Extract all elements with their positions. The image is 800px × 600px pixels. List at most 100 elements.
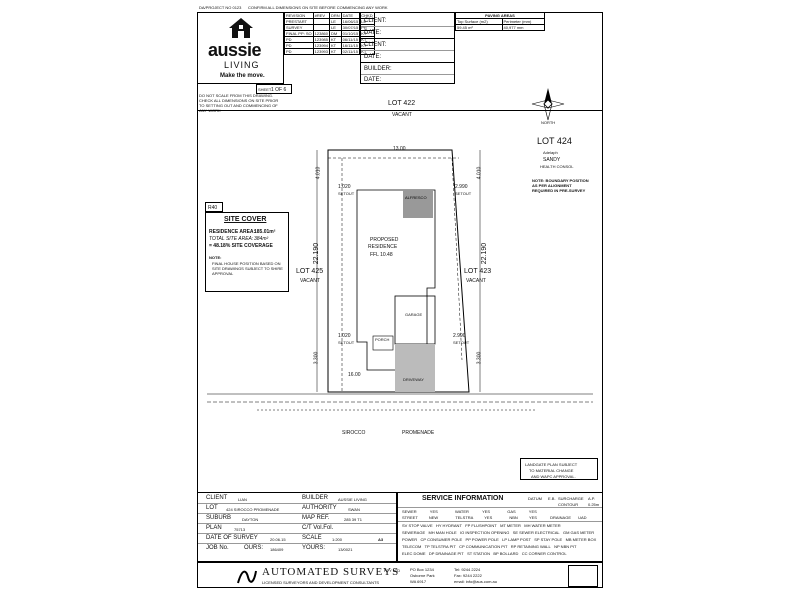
rev-cell: 16/11/15 (340, 42, 361, 49)
rear-setback-right: 4.010 (476, 166, 483, 180)
setout-left-bot: 1.020 (338, 333, 351, 339)
header-note: CONFIRM ALL DIMENSIONS ON SITE BEFORE CO… (248, 5, 388, 10)
service-cell: YES (429, 509, 438, 514)
ours-label: OURS: (244, 545, 264, 551)
paving-value: 59.45 m² (455, 24, 503, 31)
legend-item: ST STATION (467, 551, 490, 556)
surcharge-label: SURCHARGE (558, 496, 584, 501)
client-row: DATE: (364, 77, 382, 83)
legend-item: BP BOLLARD (493, 551, 519, 556)
lot-east2-label: LOT 423 (464, 268, 492, 275)
rear-setback: 4.010 (315, 166, 322, 180)
client-row: BUILDER: (364, 66, 392, 72)
rev-cell: FINAL PP: SO (284, 30, 314, 37)
rev-cell: PD (284, 48, 314, 55)
legend-item: SE SEWER ELECTRICAL (512, 530, 560, 535)
paper-size: A3 (378, 537, 384, 542)
east-note: AS PER ALIGNMENT (532, 183, 572, 188)
lot-label: LOT (206, 505, 218, 511)
rev-cell: 123994 (312, 42, 331, 49)
phone-line: email: info@aus.com.au (454, 579, 497, 584)
service-cell: DRAINAGE (550, 515, 571, 520)
plan-value: 75713 (234, 527, 246, 532)
r40-label: R40 (208, 205, 218, 211)
client-row: CLIENT: (364, 18, 387, 24)
lot-north-sub: VACANT (392, 112, 412, 118)
service-cell: NEW (428, 515, 439, 520)
site-coverage: = 48.18% SITE COVERAGE (209, 243, 273, 249)
service-cell: UAD (578, 515, 587, 520)
setout-right-bot: 2.990 (453, 333, 466, 339)
client-row: DATE: (364, 54, 382, 60)
builder-value: AUSSIE LIVING (338, 497, 367, 502)
yours-label: YOURS: (302, 545, 326, 551)
address-line: PO Box 1234 (410, 567, 434, 572)
residence-label: RESIDENCE (368, 244, 398, 250)
service-cell: STREET (402, 515, 418, 520)
mapref-label: MAP REF. (302, 515, 330, 521)
phone-line: Fax: 9244 2222 (454, 573, 482, 578)
alfresco-area (403, 190, 433, 218)
legend-item: GM GAS METER (562, 530, 595, 535)
lot-value: 424 SIROCCO PROMENADE (226, 507, 280, 512)
porch-area (372, 335, 394, 351)
address-line: WA 6917 (410, 579, 427, 584)
service-cell: GAS (507, 509, 516, 514)
legend-item: RP RETAINING WALL (510, 544, 551, 549)
front-setback: 3.300 (313, 351, 320, 365)
mapref-value: 285 39 T1 (344, 517, 362, 522)
service-title: SERVICE INFORMATION (422, 495, 504, 502)
sheet-value: 1 OF 6 (271, 87, 287, 93)
client-value: LIAN (238, 497, 247, 502)
brand-sub: LIVING (224, 60, 260, 70)
project-number: DA/PROJECT NO 0123 (199, 5, 242, 10)
service-cell: NBN (509, 515, 518, 520)
sheet-label: SHEET (258, 87, 272, 92)
lot-east-sub1: Adelaph (543, 150, 558, 155)
lot-east-sub2: SANDY (543, 157, 561, 163)
sheet-box: SHEET 1 OF 6 (256, 84, 292, 94)
site-plan (207, 149, 593, 411)
depth-dim-right: 22.190 (481, 242, 489, 265)
client-label: CLIENT (206, 495, 228, 501)
legend-row: ELEC DOME DP DRAINAGE PIT ST STATION BP … (402, 551, 567, 556)
service-cell: WATER (454, 509, 469, 514)
legend-item: TELECOM (402, 544, 422, 549)
company-logo-icon (237, 570, 257, 584)
service-block: SERVICE INFORMATION DATUM E.B. SURCHARGE… (397, 492, 603, 562)
residence-label: PROPOSED (370, 237, 399, 243)
phone-line: Tel: 9244 2224 (454, 567, 481, 572)
setout-left-top: 1.020 (338, 184, 351, 190)
cvol-label: C/T Vol.Fol. (302, 525, 334, 531)
datum-value: E.B. (548, 496, 556, 501)
lot-east-label: LOT 424 (537, 136, 572, 146)
street-name-1: SIROCCO (342, 430, 366, 436)
paving-value: 40,977 mm (501, 24, 545, 31)
rev-h: DRN (329, 12, 342, 19)
total-site-label: TOTAL SITE AREA: (209, 236, 254, 242)
landgate-text: AND WAPC APPROVAL. (531, 474, 576, 479)
legend-row: TELECOM TP TELSTRA PIT CP COMMUNICATION … (402, 544, 576, 549)
setout-label: SETOUT (338, 340, 355, 345)
ours-value: 186409 (270, 547, 284, 552)
company-name: AUTOMATED SURVEYS (262, 566, 400, 578)
legend-item: MT METER (500, 523, 521, 528)
legend-item: CP CONSUMER POLE (420, 537, 463, 542)
total-site-value: 384m² (254, 236, 269, 242)
service-row2: STREET NEW TELSTRA YES NBN YES DRAINAGE … (402, 515, 602, 520)
scale-value: 1:200 (332, 537, 343, 542)
surcharge-value: A.P. (588, 496, 596, 501)
front-setback-right: 3.300 (476, 351, 483, 365)
setout-label: SETOUT (453, 340, 470, 345)
house-logo-icon (229, 18, 253, 38)
builder-label: BUILDER (302, 495, 329, 501)
service-cell: YES (484, 515, 493, 520)
legend-item: PP POWER POLE (465, 537, 499, 542)
service-cell: YES (528, 509, 537, 514)
legend-item: CP COMMUNICATION PIT (459, 544, 508, 549)
legend-item: TP TELSTRA PIT (424, 544, 456, 549)
